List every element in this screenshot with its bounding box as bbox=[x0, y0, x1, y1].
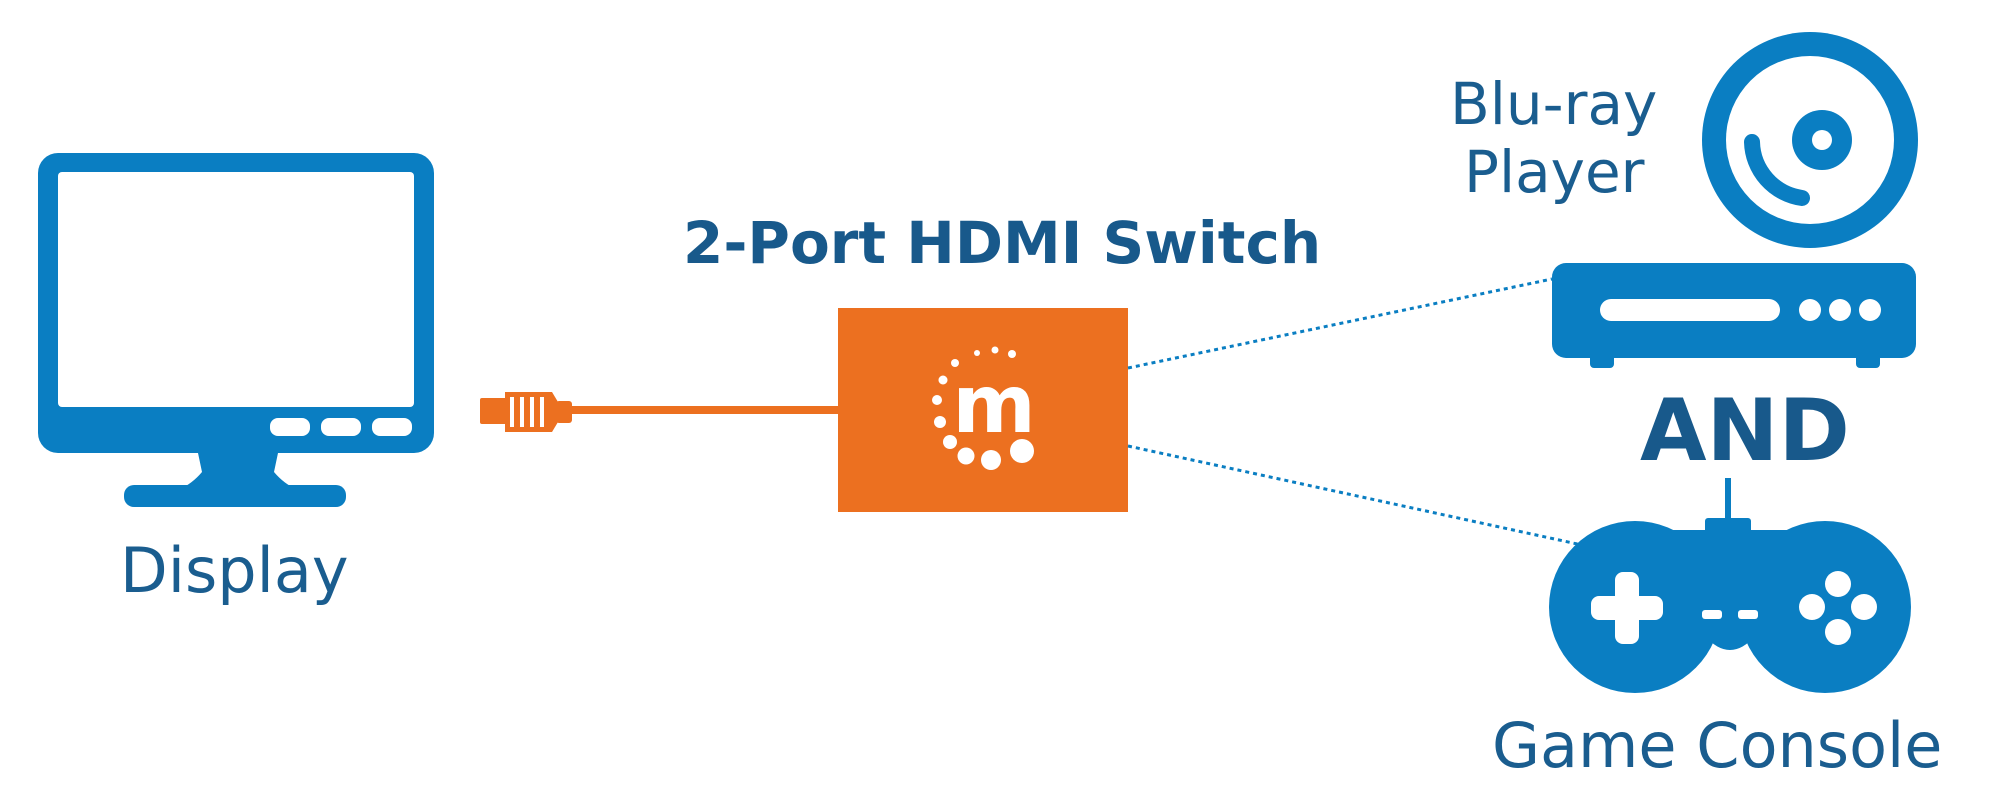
hdmi-switch-device bbox=[838, 308, 1128, 512]
connector-line-bluray bbox=[1127, 277, 1553, 370]
monitor-icon bbox=[38, 153, 434, 507]
hdmi-plug-icon bbox=[480, 392, 838, 432]
and-label: AND bbox=[1640, 381, 1850, 481]
display-label: Display bbox=[120, 534, 349, 607]
switch-title: 2-Port HDMI Switch bbox=[683, 209, 1322, 277]
brand-logo-icon: m bbox=[932, 346, 1036, 470]
bluray-label-line2: Player bbox=[1464, 138, 1645, 206]
blu-ray-player-icon bbox=[1552, 263, 1916, 368]
console-label: Game Console bbox=[1492, 709, 1943, 782]
bluray-label-line1: Blu-ray bbox=[1450, 70, 1658, 138]
connector-line-console bbox=[1127, 444, 1583, 547]
blu-ray-disc-icon bbox=[1702, 32, 1918, 248]
bluray-label: Blu-ray Player bbox=[1450, 70, 1657, 206]
logo-letter: m bbox=[952, 358, 1035, 451]
gamepad-icon bbox=[1549, 478, 1911, 693]
